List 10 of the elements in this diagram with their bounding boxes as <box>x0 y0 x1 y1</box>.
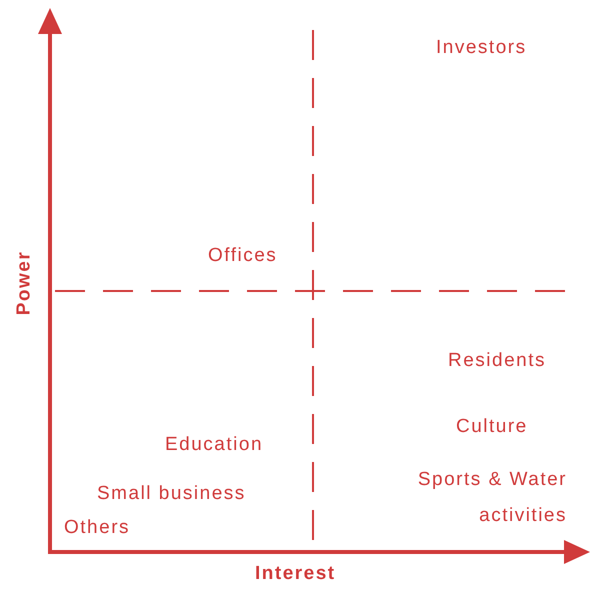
stakeholder-label: Culture <box>456 415 528 439</box>
stakeholder-label: Sports & Water activities <box>416 468 567 528</box>
stakeholder-label: Offices <box>208 244 278 268</box>
stakeholder-label: Investors <box>436 36 527 60</box>
stakeholder-label: Small business <box>97 482 246 506</box>
stakeholder-label: Education <box>165 433 264 457</box>
stakeholder-label: Residents <box>448 349 546 373</box>
axis-label: Power <box>13 250 36 316</box>
stakeholder-label: Others <box>64 516 130 540</box>
axis-label: Interest <box>255 563 336 585</box>
